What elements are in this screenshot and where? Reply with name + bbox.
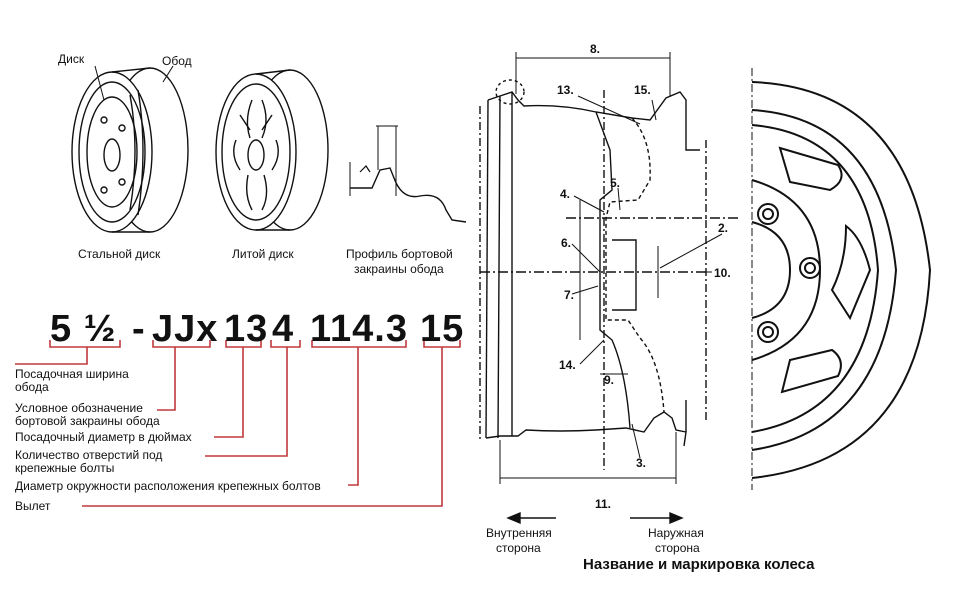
callout-5: 5.: [610, 176, 621, 190]
callout-4: 4.: [560, 187, 571, 201]
explanation-flange-line2: бортовой закраины обода: [15, 414, 160, 428]
rim-cross-section: [479, 52, 740, 484]
outer-side-label-line1: Наружная: [648, 526, 704, 540]
marking-pcd: 114.3: [310, 308, 408, 350]
explanation-offset: Вылет: [15, 499, 51, 513]
callout-11: 11.: [595, 497, 612, 511]
explanation-diameter: Посадочный диаметр в дюймах: [15, 430, 192, 444]
explanation-flange-line1: Условное обозначение: [15, 401, 143, 415]
marking-brackets: [15, 340, 461, 507]
outer-side-label-line2: сторона: [655, 541, 700, 555]
inner-side-label-line1: Внутренняя: [486, 526, 552, 540]
explanation-pcd: Диаметр окружности расположения крепежны…: [15, 479, 321, 493]
explanation-bolts-line2: крепежные болты: [15, 461, 115, 475]
side-arrows: [506, 511, 684, 525]
flange-profile-caption-line2: закраины обода: [354, 262, 444, 276]
explanation-bolts-line1: Количество отверстий под: [15, 448, 163, 462]
disk-label: Диск: [58, 52, 85, 66]
callout-3: 3.: [636, 456, 647, 470]
wheel-face-drawing: [751, 68, 932, 490]
marking-width: 5 ½: [50, 308, 117, 350]
marking-flange-code: JJx: [152, 308, 219, 350]
callout-9: 9.: [604, 373, 615, 387]
explanation-width-line1: Посадочная ширина: [15, 367, 129, 381]
callout-6: 6.: [561, 236, 572, 250]
alloy-wheel-caption: Литой диск: [232, 247, 294, 261]
callout-8: 8.: [590, 42, 601, 56]
callout-13: 13.: [557, 83, 574, 97]
steel-wheel-drawing: [71, 67, 189, 233]
diagram-title: Название и маркировка колеса: [583, 556, 815, 573]
marking-bolt-count: 4: [272, 308, 295, 350]
callout-10: 10.: [714, 266, 731, 280]
rim-label: Обод: [162, 54, 192, 68]
marking-dash: -: [132, 308, 146, 350]
callout-14: 14.: [559, 358, 576, 372]
flange-profile-drawing: [349, 125, 467, 223]
flange-profile-caption-line1: Профиль бортовой: [346, 247, 453, 261]
steel-wheel-caption: Стальной диск: [78, 247, 161, 261]
alloy-wheel-drawing: [215, 69, 329, 231]
callout-15: 15.: [634, 83, 651, 97]
callout-7: 7.: [564, 288, 575, 302]
marking-diameter: 13: [224, 308, 269, 350]
explanation-width-line2: обода: [15, 380, 49, 394]
callout-2: 2.: [718, 221, 729, 235]
marking-offset: 15: [420, 308, 465, 350]
inner-side-label-line2: сторона: [496, 541, 541, 555]
